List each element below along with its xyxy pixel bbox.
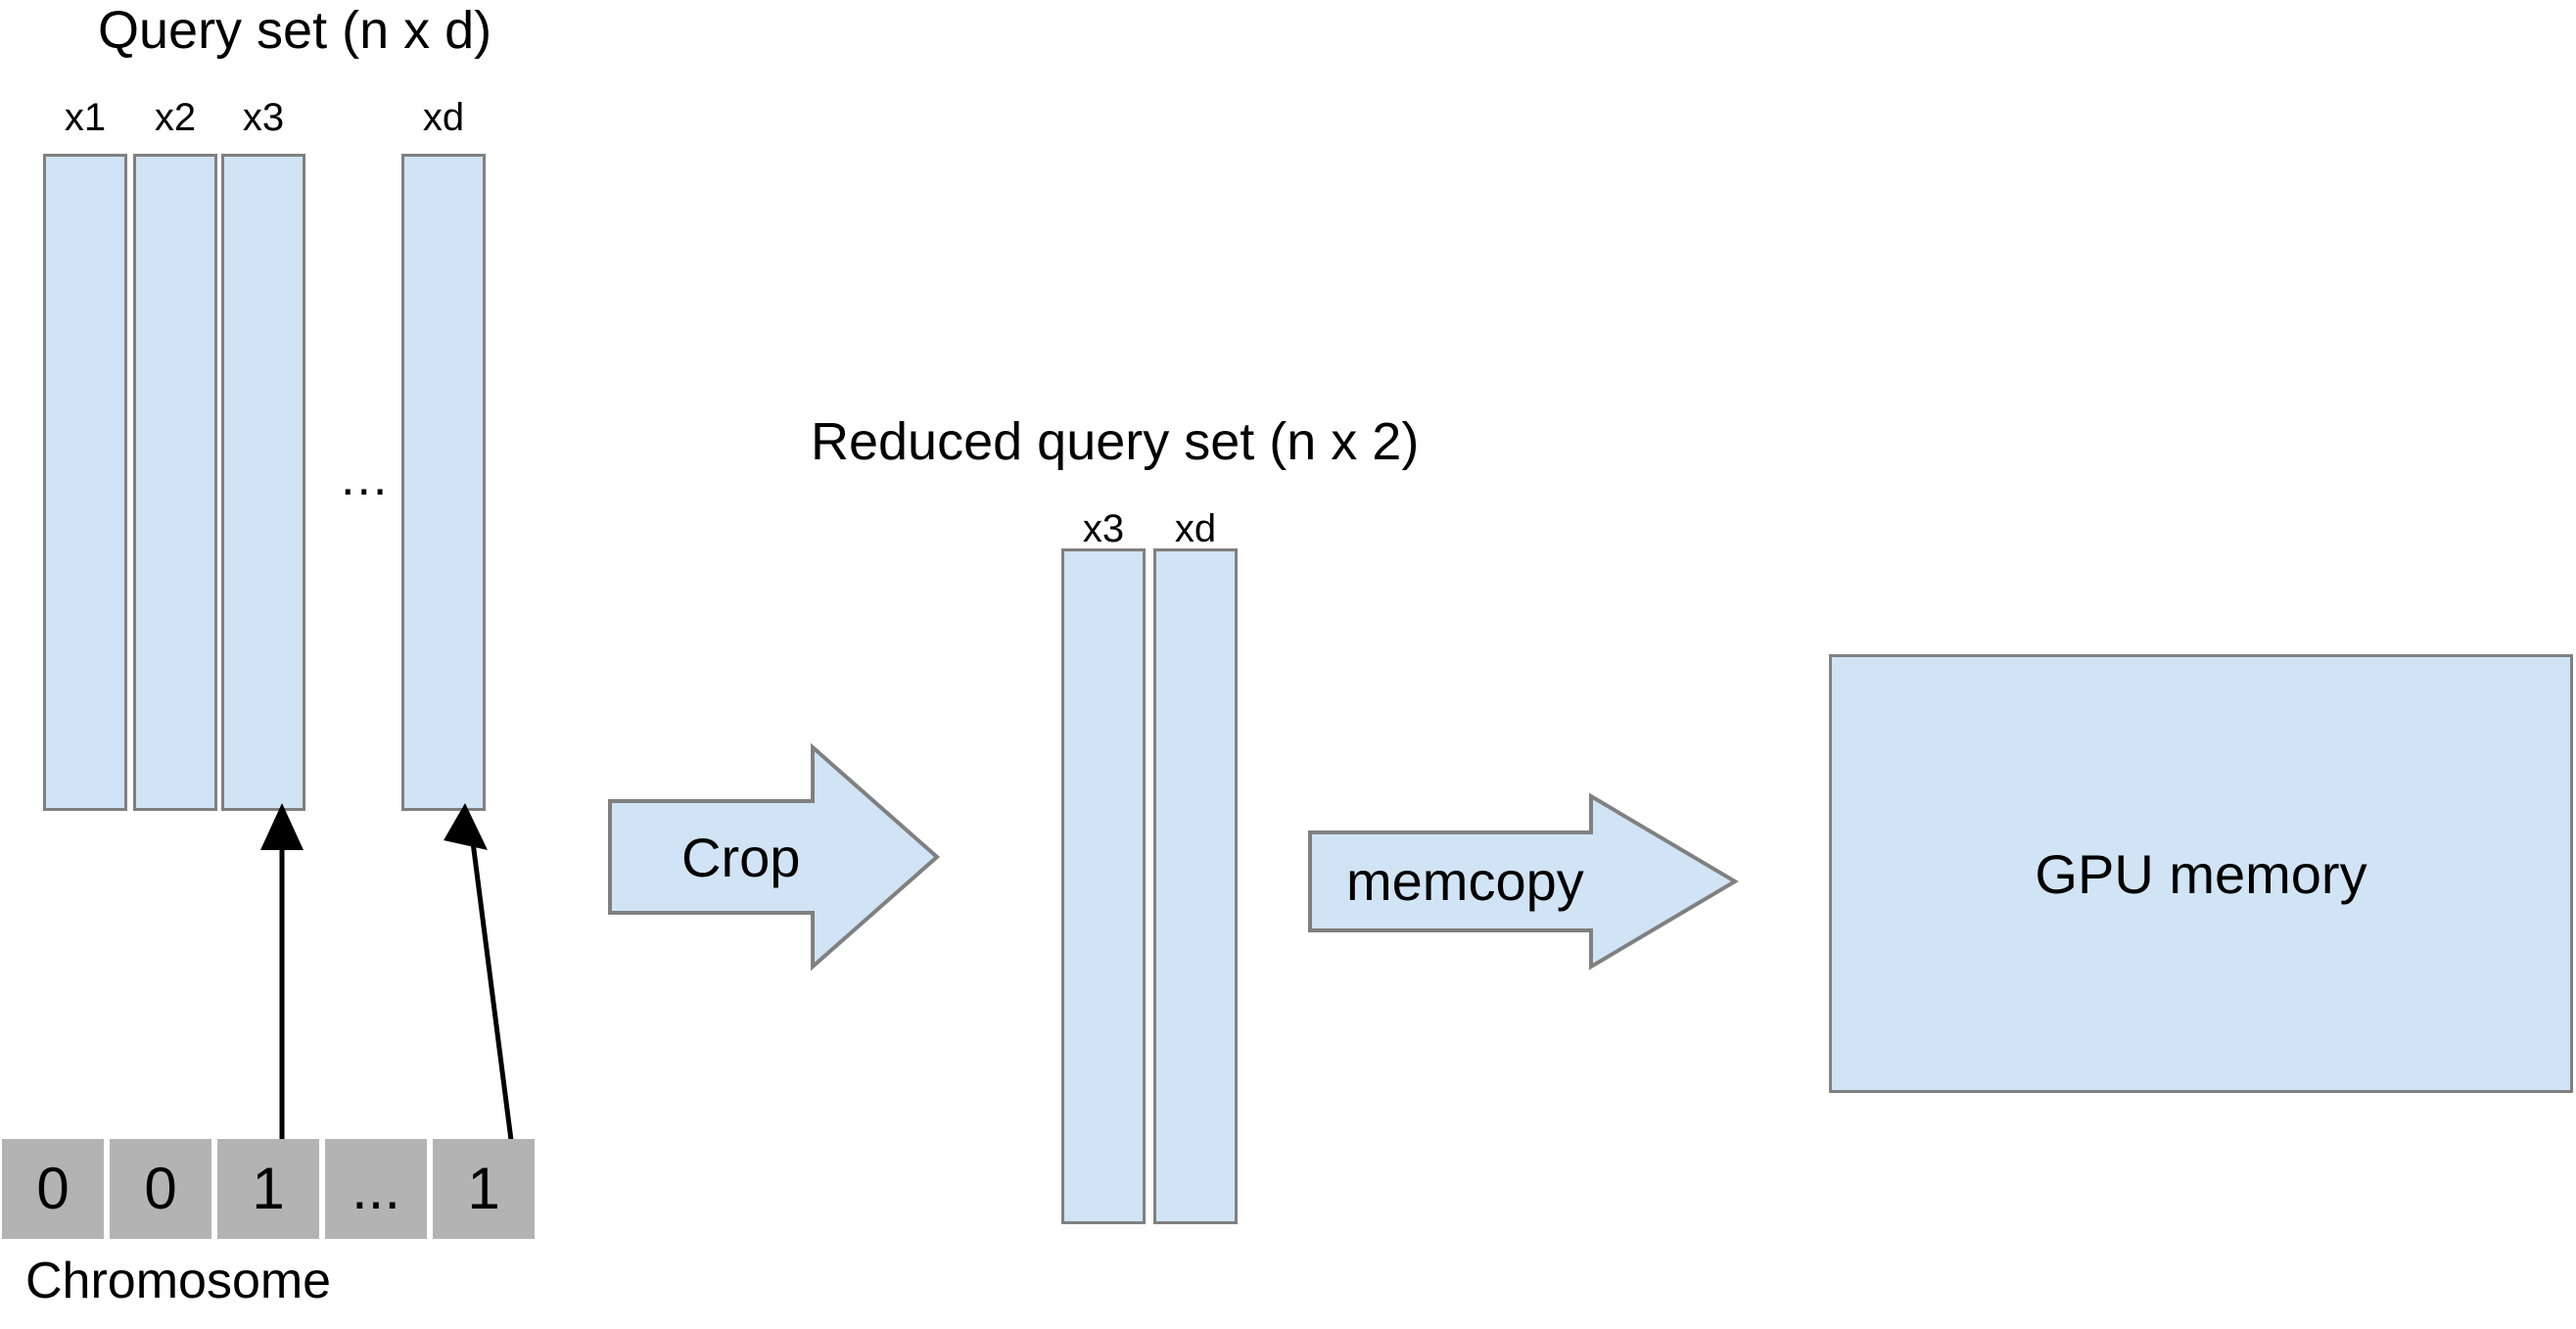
memcopy-arrow-label: memcopy: [1346, 850, 1584, 912]
chromosome-gene-cell[interactable]: 0: [2, 1139, 104, 1239]
query-columns-ellipsis: ...: [341, 450, 390, 506]
chromosome-to-column-arrows: [260, 803, 515, 1149]
reduced-column-label-x3: x3: [1082, 507, 1125, 550]
query-set-title: Query set (n x d): [98, 1, 492, 60]
query-column-bar-x1: [43, 154, 127, 811]
gpu-memory-box: GPU memory: [1829, 654, 2573, 1093]
query-column-label-x1: x1: [64, 96, 107, 139]
memcopy-arrow: memcopy: [1307, 792, 1739, 971]
arrow-head-gene5-to-xd: [444, 803, 488, 850]
reduced-column-bar-xd: [1153, 548, 1238, 1224]
query-column-bar-x2: [133, 154, 217, 811]
reduced-column-bar-x3: [1061, 548, 1146, 1224]
gpu-memory-label: GPU memory: [2035, 842, 2367, 905]
arrow-line-gene5-to-xd: [470, 841, 515, 1149]
crop-arrow: Crop: [607, 742, 941, 972]
query-column-label-x3: x3: [242, 96, 285, 139]
arrow-head-gene3-to-x3: [260, 803, 304, 850]
chromosome-gene-cell[interactable]: 1: [433, 1139, 535, 1239]
chromosome-gene-cell[interactable]: 1: [217, 1139, 319, 1239]
crop-arrow-shape: [608, 742, 941, 972]
chromosome-gene-cell[interactable]: ...: [325, 1139, 427, 1239]
query-column-label-x2: x2: [154, 96, 197, 139]
chromosome-gene-cell[interactable]: 0: [110, 1139, 211, 1239]
reduced-column-label-xd: xd: [1174, 507, 1217, 550]
crop-arrow-label: Crop: [681, 827, 801, 888]
query-column-label-xd: xd: [422, 96, 465, 139]
chromosome-caption: Chromosome: [25, 1253, 332, 1309]
memcopy-arrow-shape: [1308, 792, 1739, 971]
query-column-bar-x3: [221, 154, 305, 811]
query-column-bar-xd: [401, 154, 486, 811]
reduced-query-set-title: Reduced query set (n x 2): [811, 412, 1420, 471]
